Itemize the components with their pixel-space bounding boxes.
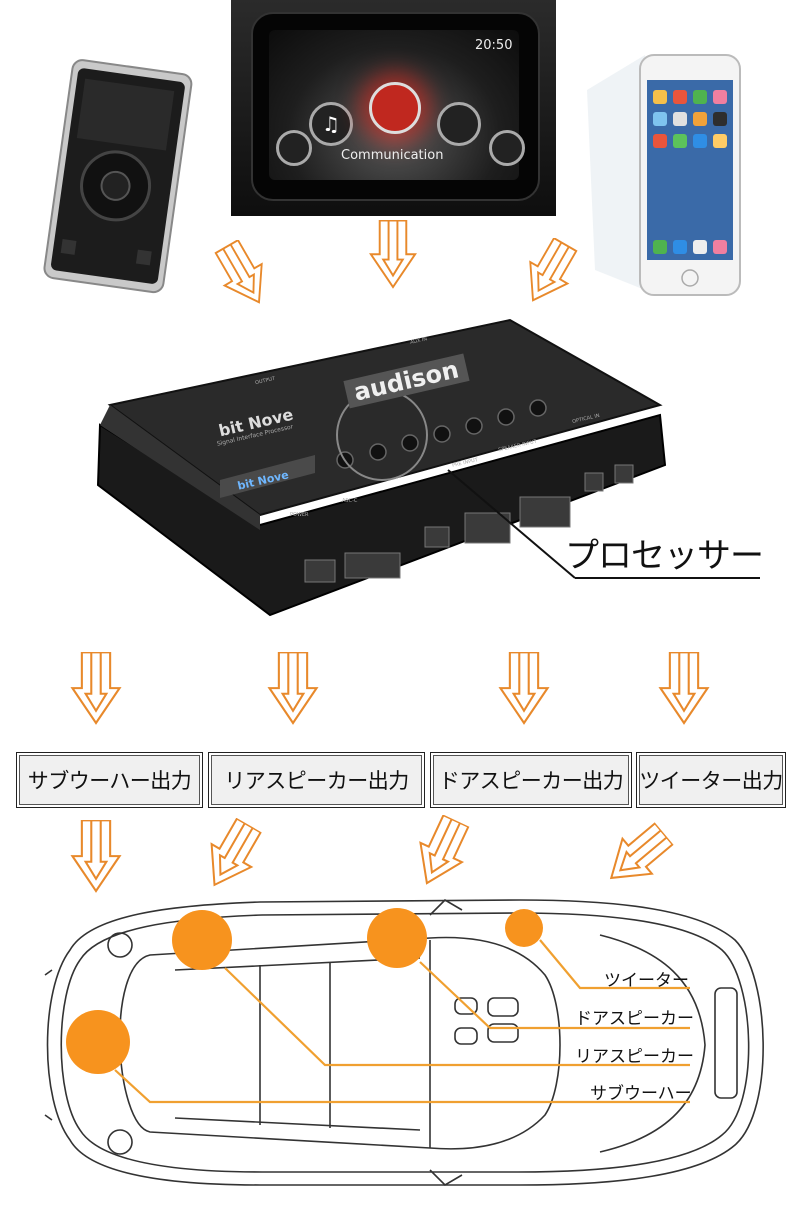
communication-icon [369, 82, 421, 134]
menu-label: Communication [341, 148, 444, 163]
smartphone-image [587, 54, 741, 296]
arrow-to-sub-output [71, 652, 121, 725]
tweeter-label: ツイーター [604, 971, 689, 991]
sub-output-box: サブウーハー出力 [16, 752, 203, 808]
arrow-to-rear-output [268, 652, 318, 725]
processor-image [96, 318, 667, 617]
music-icon: ♫ [309, 102, 353, 146]
door-speaker-dot [367, 908, 427, 968]
rear-speaker-dot [172, 910, 232, 970]
rear-output-label: リアスピーカー出力 [224, 769, 409, 793]
car-diagram [44, 898, 764, 1187]
tweeter-output-box: ツイーター出力 [636, 752, 786, 808]
navigation-icon [437, 102, 481, 146]
settings-icon [489, 130, 525, 166]
head-unit-image: 20:50 ♫ Communication [231, 0, 556, 216]
door-output-box: ドアスピーカー出力 [430, 752, 632, 808]
arrow-to-tweeter-output [659, 652, 709, 725]
rear-speaker-label: リアスピーカー [575, 1047, 694, 1067]
port-power-label: POWER [290, 512, 309, 518]
clock-text: 20:50 [475, 38, 513, 53]
sub-output-label: サブウーハー出力 [27, 769, 192, 793]
music-player-image [43, 59, 193, 294]
phone-icon [276, 130, 312, 166]
door-speaker-label: ドアスピーカー [575, 1009, 694, 1029]
subwoofer-label: サブウーハー [590, 1084, 692, 1104]
subwoofer-dot [66, 1010, 130, 1074]
tweeter-output-label: ツイーター出力 [639, 769, 783, 793]
processor-callout-line [447, 469, 760, 579]
tweeter-dot [505, 909, 543, 947]
port-asc-label: ASC-C [342, 498, 358, 504]
rear-output-box: リアスピーカー出力 [208, 752, 425, 808]
processor-label: プロセッサー [565, 536, 764, 576]
arrow-to-door-output [499, 652, 549, 725]
door-output-label: ドアスピーカー出力 [438, 769, 624, 793]
